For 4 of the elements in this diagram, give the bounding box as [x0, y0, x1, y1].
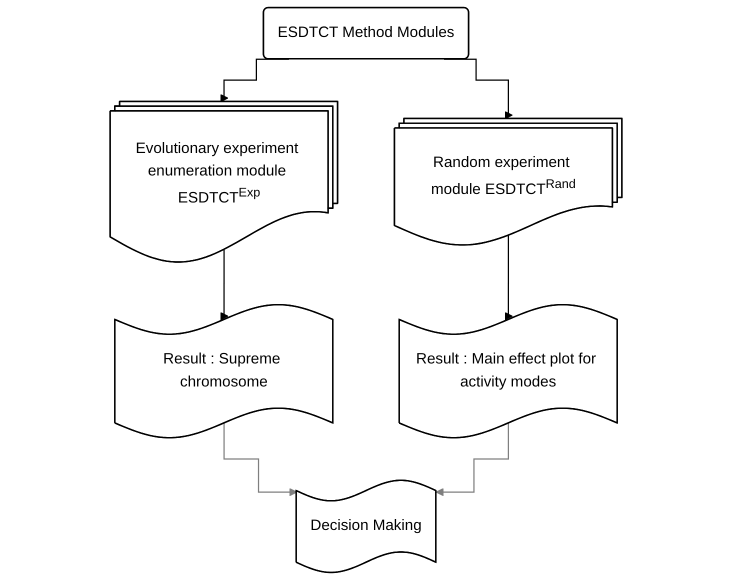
- arrow: [220, 249, 228, 320]
- arrow: [223, 422, 298, 496]
- arrow: [504, 235, 513, 320]
- arrow: [436, 422, 510, 496]
